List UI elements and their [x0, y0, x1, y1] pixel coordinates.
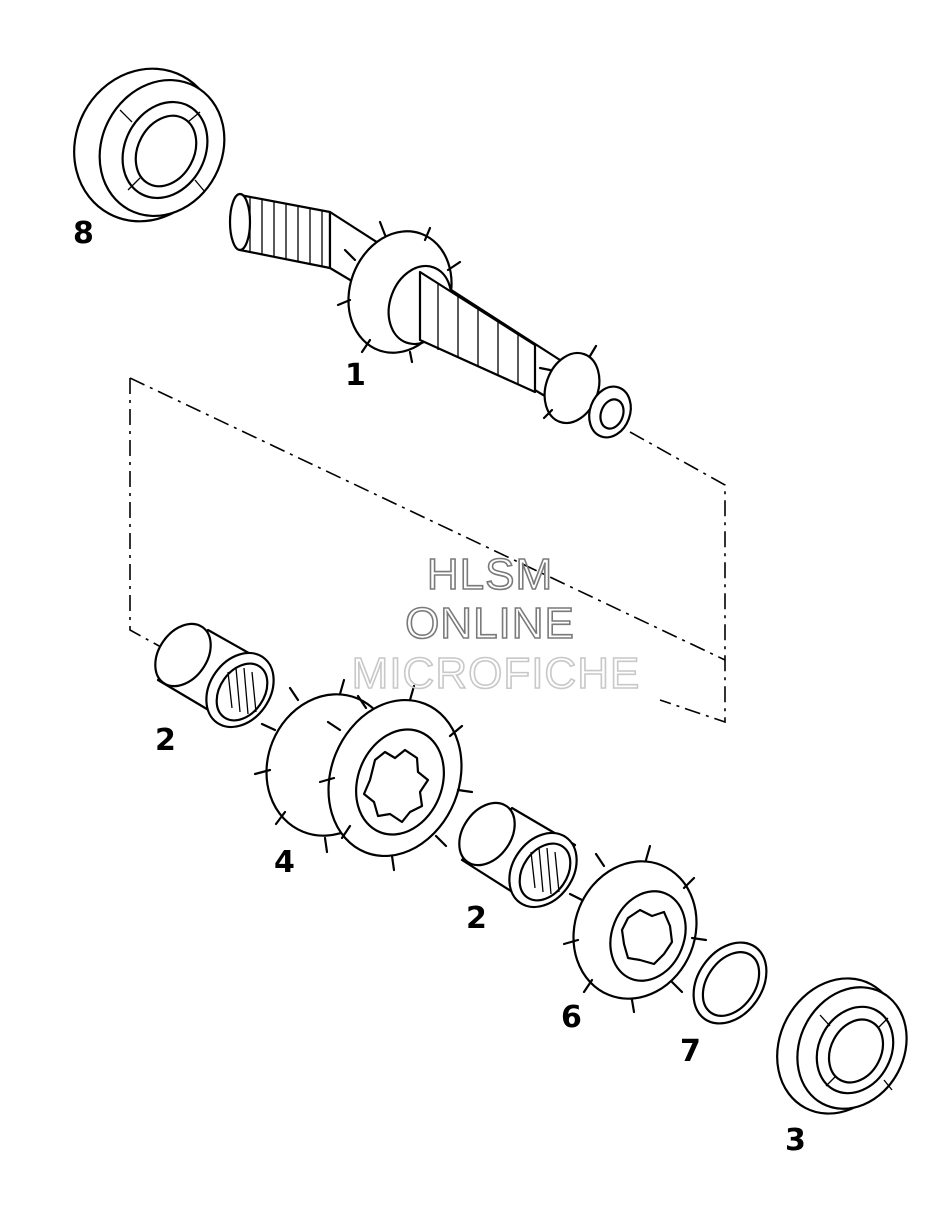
- ball-bearing-part-3[interactable]: [754, 957, 928, 1135]
- cluster-gear-part-4[interactable]: [246, 675, 485, 876]
- callout-1: 1: [345, 358, 366, 393]
- callout-2-lower: 2: [466, 901, 487, 936]
- needle-bearing-part-2-upper[interactable]: [144, 613, 288, 740]
- callout-3: 3: [785, 1123, 806, 1158]
- watermark-line-3: MICROFICHE: [352, 649, 641, 698]
- callout-8: 8: [73, 216, 94, 251]
- assembly-guide-lines: [129, 377, 726, 724]
- watermark-line-2: ONLINE: [405, 599, 575, 648]
- watermark: HLSM ONLINE MICROFICHE: [351, 549, 641, 699]
- gear-part-6[interactable]: [553, 843, 717, 1018]
- countershaft-part-1[interactable]: [228, 192, 638, 443]
- callout-6: 6: [561, 1000, 582, 1035]
- callout-7: 7: [680, 1034, 701, 1069]
- thrust-washer-part-7[interactable]: [679, 929, 782, 1038]
- callout-labels: 8 1 2 4 2 6 7 3: [73, 216, 806, 1158]
- watermark-line-1: HLSM: [427, 550, 553, 599]
- needle-bearing-part-2-lower[interactable]: [448, 792, 591, 920]
- ball-bearing-part-8[interactable]: [48, 43, 248, 246]
- callout-4: 4: [274, 845, 295, 880]
- callout-2-upper: 2: [155, 723, 176, 758]
